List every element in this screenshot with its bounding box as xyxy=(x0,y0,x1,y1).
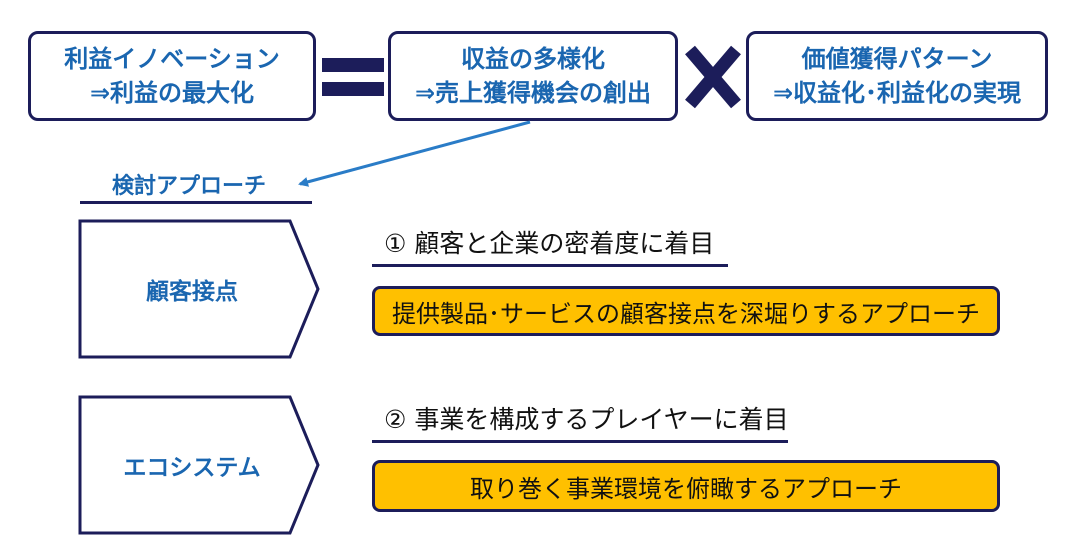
revenue-diversification-subtitle: ⇒売上獲得機会の創出 xyxy=(414,79,652,107)
customer-touchpoint-pentagon xyxy=(78,219,320,359)
ecosystem-pentagon xyxy=(78,395,320,535)
approach-heading: 検討アプローチ xyxy=(112,174,267,199)
customer-focus-text: ① 顧客と企業の密着度に着目 xyxy=(384,229,715,258)
ecosystem-focus-underline xyxy=(372,440,788,443)
multiply-icon xyxy=(685,45,741,109)
profit-innovation-subtitle: ⇒利益の最大化 xyxy=(89,79,255,107)
value-capture-title: 価値獲得パターン xyxy=(801,45,993,73)
ecosystem-focus-text: ② 事業を構成するプレイヤーに着目 xyxy=(384,405,789,434)
equals-icon xyxy=(322,58,384,96)
revenue-diversification-title: 収益の多様化 xyxy=(461,45,605,73)
ecosystem-approach-text: 取り巻く事業環境を俯瞰するアプローチ xyxy=(470,474,902,503)
ecosystem-label: エコシステム xyxy=(123,455,261,481)
profit-innovation-box: 利益イノベーション ⇒利益の最大化 xyxy=(28,31,316,121)
customer-approach-box: 提供製品･サービスの顧客接点を深堀りするアプローチ xyxy=(372,286,1000,336)
customer-touchpoint-label: 顧客接点 xyxy=(146,279,238,305)
value-capture-subtitle: ⇒収益化･利益化の実現 xyxy=(772,79,1022,107)
revenue-diversification-box: 収益の多様化 ⇒売上獲得機会の創出 xyxy=(388,31,678,121)
customer-focus-underline xyxy=(372,264,728,267)
customer-approach-text: 提供製品･サービスの顧客接点を深堀りするアプローチ xyxy=(392,299,980,328)
value-capture-box: 価値獲得パターン ⇒収益化･利益化の実現 xyxy=(746,31,1048,121)
profit-innovation-title: 利益イノベーション xyxy=(64,45,280,73)
ecosystem-approach-box: 取り巻く事業環境を俯瞰するアプローチ xyxy=(372,460,1000,512)
approach-heading-underline xyxy=(80,201,312,204)
